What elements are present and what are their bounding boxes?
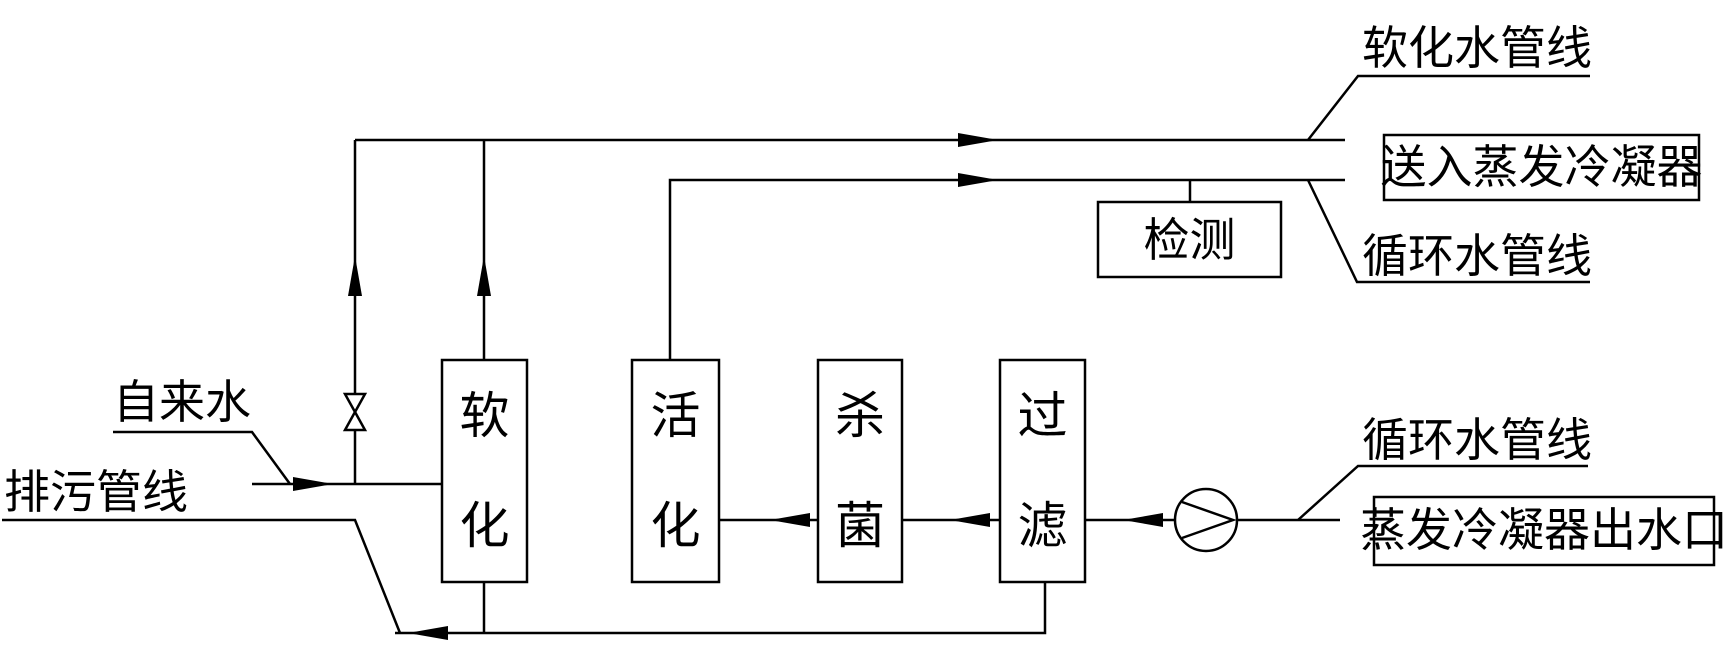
- filtration-char-2: 滤: [1018, 497, 1068, 555]
- recirc-line-bottom-leader: [1297, 464, 1588, 521]
- detection-label: 检测: [1144, 213, 1236, 267]
- filtration-unit: 过 滤: [998, 358, 1087, 584]
- activation-unit: 活 化: [630, 358, 721, 584]
- flow-arrow-up-icon: [477, 256, 491, 296]
- flow-arrow-right-icon: [958, 173, 998, 187]
- to-condenser-box: 送入蒸发冷凝器: [1381, 133, 1703, 202]
- activation-char-2: 化: [651, 497, 701, 555]
- sterilization-char-1: 杀: [835, 387, 885, 445]
- tap-water-label: 自来水: [113, 375, 251, 429]
- recirc-line-bottom-label: 循环水管线: [1362, 413, 1592, 467]
- softening-char-2: 化: [460, 497, 510, 555]
- sterilization-unit: 杀 菌: [816, 358, 904, 584]
- gate-valve-icon: [342, 392, 368, 432]
- recirc-line-top-leader: [1306, 179, 1590, 284]
- activation-char-1: 活: [651, 387, 701, 445]
- filtration-char-1: 过: [1018, 387, 1068, 445]
- softening-unit: 软 化: [440, 358, 529, 584]
- flow-arrow-left-icon: [770, 513, 810, 527]
- tap-water-leader: [113, 430, 292, 485]
- recirc-supply-pipe: [668, 178, 1345, 360]
- drain-line-label: 排污管线: [4, 465, 188, 519]
- sterilization-char-2: 菌: [835, 497, 885, 555]
- flow-arrow-right-icon: [958, 133, 998, 147]
- flow-arrow-up-icon: [348, 256, 362, 296]
- to-condenser-label: 送入蒸发冷凝器: [1381, 140, 1703, 194]
- condenser-outlet-label: 蒸发冷凝器出水口: [1360, 503, 1726, 557]
- flow-arrow-left-icon: [408, 626, 448, 640]
- recirc-line-top-label: 循环水管线: [1362, 229, 1592, 283]
- drain-line-leader: [2, 518, 402, 634]
- drain-collector-pipe: [395, 582, 1047, 635]
- pump-icon: [1173, 487, 1239, 553]
- softened-water-line-leader: [1307, 74, 1590, 141]
- flow-arrow-right-icon: [293, 477, 333, 491]
- condenser-outlet-box: 蒸发冷凝器出水口: [1360, 495, 1726, 567]
- detection-box: 检测: [1096, 200, 1283, 279]
- flow-arrow-left-icon: [1123, 513, 1163, 527]
- flow-arrow-left-icon: [950, 513, 990, 527]
- softening-char-1: 软: [460, 387, 510, 445]
- softened-water-line-label: 软化水管线: [1362, 21, 1592, 75]
